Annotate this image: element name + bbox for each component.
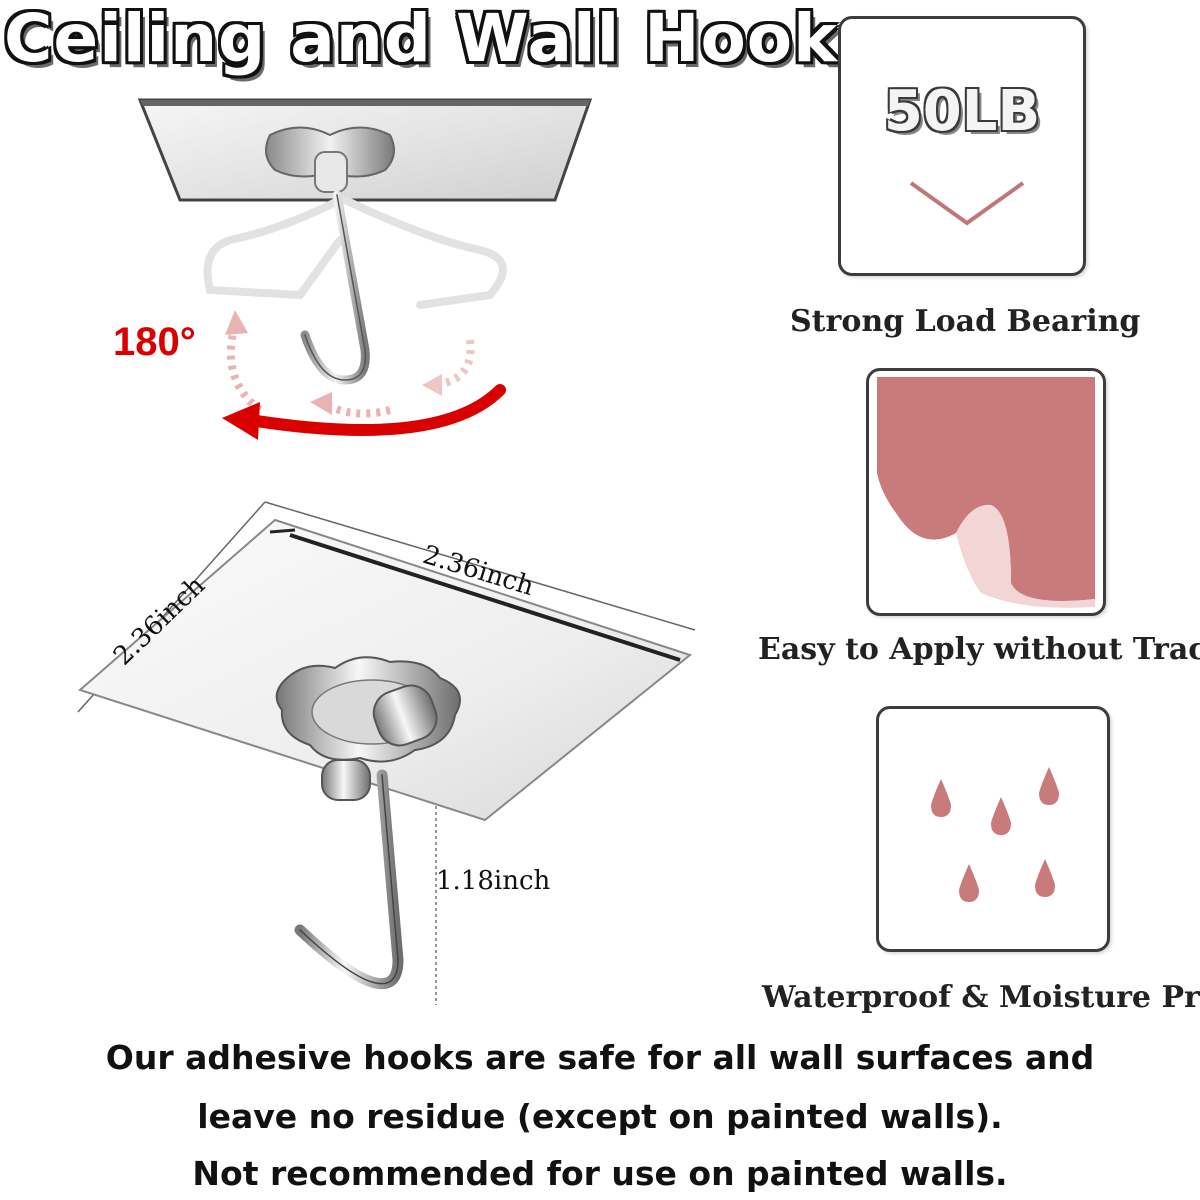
- page-title: Ceiling and Wall Hooks: [4, 0, 879, 77]
- waterproof-feature-box: [876, 706, 1110, 952]
- load-bearing-feature-box: 50LB: [838, 16, 1086, 276]
- water-drops-icon: [931, 767, 1059, 902]
- peel-off-icon: [877, 377, 1095, 608]
- notice-line-3: Not recommended for use on painted walls…: [192, 1154, 1008, 1193]
- chevron-down-icon: [909, 181, 1025, 226]
- ceiling-hook-illustration: [137, 98, 593, 440]
- notice-line-1: Our adhesive hooks are safe for all wall…: [105, 1038, 1095, 1077]
- easy-apply-feature-box: [866, 368, 1106, 616]
- feature-caption-waterproof: Waterproof & Moisture Proof: [762, 980, 1200, 1015]
- hook-length-dimension: 1.18inch: [436, 866, 551, 896]
- load-weight-value: 50LB: [883, 79, 1041, 144]
- hook-dimension-illustration: [77, 501, 696, 1005]
- feature-caption-apply: Easy to Apply without Traces: [758, 632, 1200, 667]
- notice-line-2: leave no residue (except on painted wall…: [197, 1097, 1003, 1136]
- rotation-label: 180°: [113, 320, 196, 364]
- feature-caption-load: Strong Load Bearing: [790, 304, 1141, 339]
